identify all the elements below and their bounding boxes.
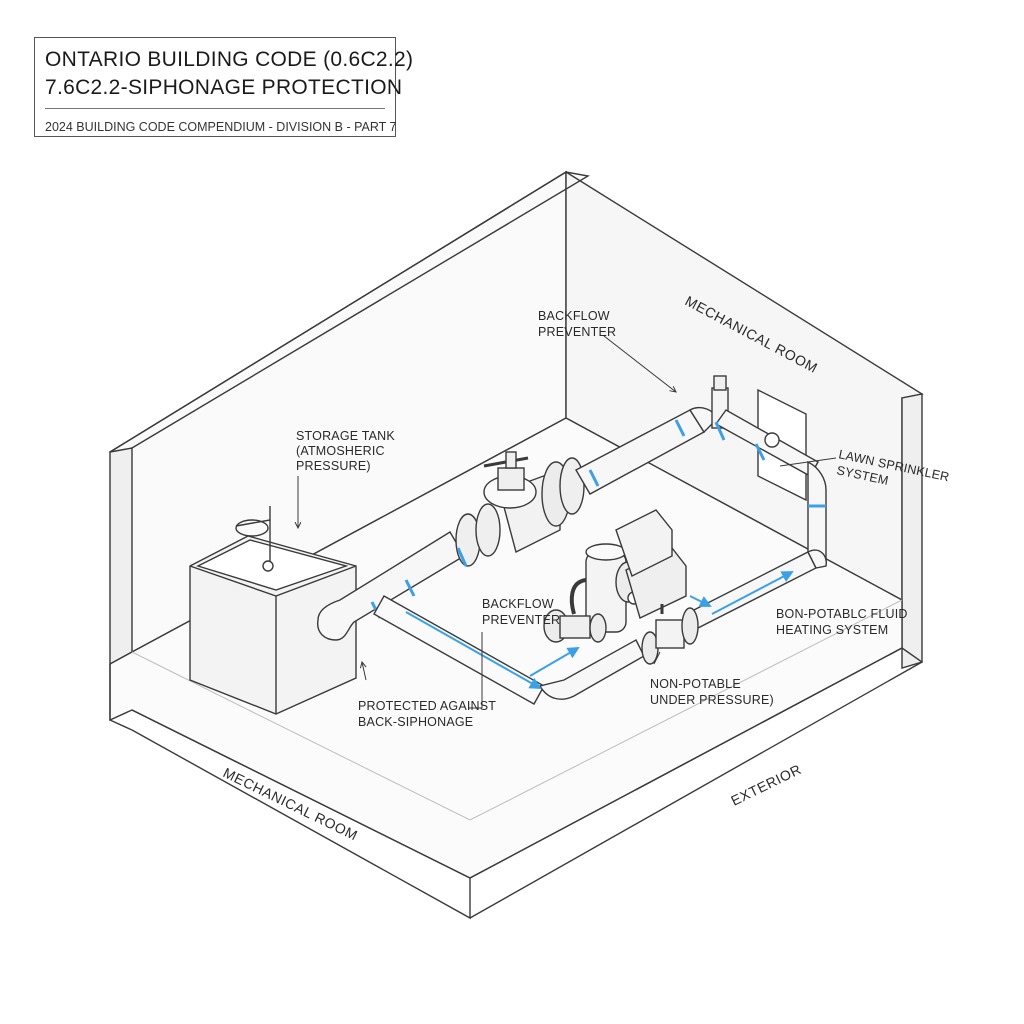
backflow-preventer-lower xyxy=(543,509,699,665)
label-storage-tank-2: (ATMOSHERIC xyxy=(296,444,385,458)
label-backflow-mid-2: PREVENTER xyxy=(482,613,560,627)
label-backflow-top-2: PREVENTER xyxy=(538,325,616,339)
label-heating-1: BON-POTABLC FLUID xyxy=(776,607,908,621)
main-supply-pipe xyxy=(317,503,501,641)
label-non-potable-1: NON-POTABLE xyxy=(650,677,741,691)
title-line-1: ONTARIO BUILDING CODE (0.6C2.2) xyxy=(45,48,414,71)
upper-pipe xyxy=(575,375,827,559)
title-block: ONTARIO BUILDING CODE (0.6C2.2) 7.6C2.2-… xyxy=(34,37,413,137)
label-backflow-mid-1: BACKFLOW xyxy=(482,597,554,611)
leader-lines xyxy=(298,335,837,709)
label-exterior: EXTERIOR xyxy=(728,761,804,809)
label-non-potable-2: UNDER PRESSURE) xyxy=(650,693,774,707)
storage-tank xyxy=(189,506,357,715)
lower-pipe-loop xyxy=(373,549,827,705)
label-storage-tank-3: PRESSURE) xyxy=(296,459,371,473)
label-storage-tank-1: STORAGE TANK xyxy=(296,429,395,443)
label-protected-2: BACK-SIPHONAGE xyxy=(358,715,473,729)
backflow-preventer-top xyxy=(483,451,585,554)
title-line-2: 7.6C2.2-SIPHONAGE PROTECTION xyxy=(45,76,403,99)
label-heating-2: HEATING SYSTEM xyxy=(776,623,888,637)
title-divider xyxy=(45,108,385,109)
room-structure xyxy=(109,170,924,920)
label-backflow-top-1: BACKFLOW xyxy=(538,309,610,323)
label-protected-1: PROTECTED AGAINST xyxy=(358,699,496,713)
subtitle: 2024 BUILDING CODE COMPENDIUM - DIVISION… xyxy=(45,120,397,134)
